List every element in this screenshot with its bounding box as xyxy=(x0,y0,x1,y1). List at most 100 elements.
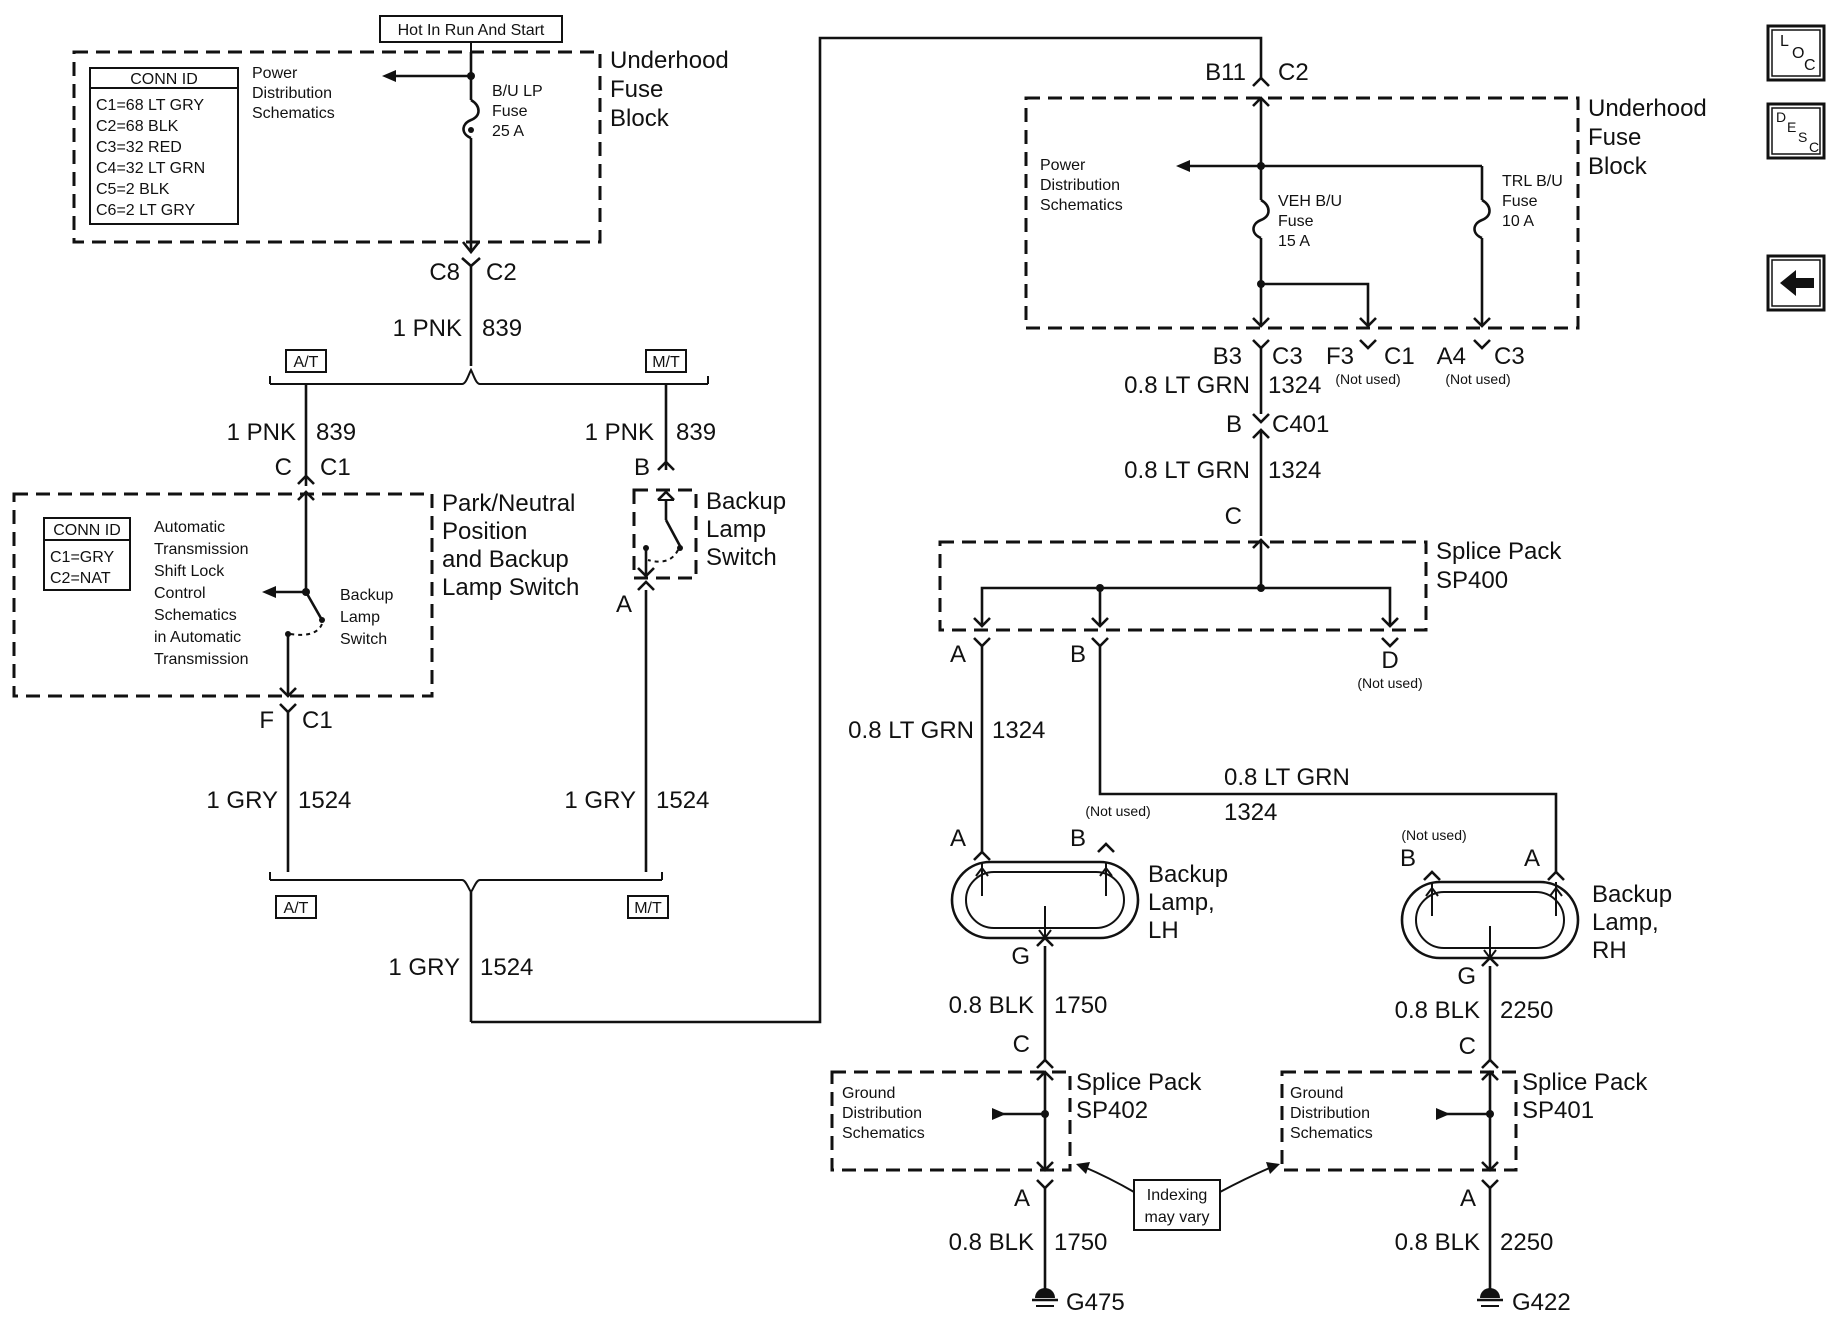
underhood-fuse-block-2: Underhood Fuse Block xyxy=(1024,95,1707,330)
svg-text:(Not used): (Not used) xyxy=(1085,803,1150,819)
svg-text:0.8 BLK: 0.8 BLK xyxy=(1395,1229,1480,1256)
svg-text:0.8 LT GRN: 0.8 LT GRN xyxy=(1124,372,1250,399)
svg-text:25 A: 25 A xyxy=(492,123,524,140)
svg-text:Block: Block xyxy=(610,105,670,132)
svg-text:Distribution: Distribution xyxy=(842,1105,922,1122)
svg-text:Shift Lock: Shift Lock xyxy=(154,563,225,580)
svg-text:C1=68 LT GRY: C1=68 LT GRY xyxy=(96,97,204,114)
svg-text:Lamp,: Lamp, xyxy=(1592,909,1659,936)
svg-text:C401: C401 xyxy=(1272,411,1329,438)
bu-lp-fuse: B/U LP Fuse 25 A xyxy=(462,83,543,140)
svg-text:C4=32 LT GRN: C4=32 LT GRN xyxy=(96,160,205,177)
svg-text:C2: C2 xyxy=(486,259,517,286)
desc-button[interactable]: D E S C xyxy=(1766,102,1826,160)
svg-text:Lamp Switch: Lamp Switch xyxy=(442,574,579,601)
svg-text:Ground: Ground xyxy=(1290,1085,1343,1102)
loc-button[interactable]: L O C xyxy=(1766,24,1826,82)
svg-text:CONN ID: CONN ID xyxy=(130,71,198,88)
svg-text:Lamp: Lamp xyxy=(340,609,380,626)
svg-text:O: O xyxy=(1792,45,1804,62)
svg-text:B: B xyxy=(1400,845,1416,872)
svg-text:D: D xyxy=(1381,647,1398,674)
svg-text:Fuse: Fuse xyxy=(610,76,663,103)
svg-text:Underhood: Underhood xyxy=(1588,95,1707,122)
underhood-fuse-block-1: Underhood Fuse Block xyxy=(72,47,729,244)
svg-text:1 GRY: 1 GRY xyxy=(206,787,278,814)
svg-text:Schematics: Schematics xyxy=(1040,197,1123,214)
svg-text:2250: 2250 xyxy=(1500,997,1553,1024)
svg-text:B: B xyxy=(1070,825,1086,852)
svg-text:C1: C1 xyxy=(320,454,351,481)
svg-text:C3: C3 xyxy=(1272,343,1303,370)
svg-text:A: A xyxy=(616,591,632,618)
svg-text:C2=68 BLK: C2=68 BLK xyxy=(96,118,179,135)
at-label-top: A/T xyxy=(285,349,327,373)
svg-text:SP402: SP402 xyxy=(1076,1097,1148,1124)
svg-text:Lamp: Lamp xyxy=(706,516,766,543)
svg-text:L: L xyxy=(1780,33,1789,50)
svg-text:G475: G475 xyxy=(1066,1289,1125,1316)
svg-text:Splice Pack: Splice Pack xyxy=(1436,538,1562,565)
svg-text:C: C xyxy=(1013,1031,1030,1058)
veh-bu-fuse: VEH B/U Fuse 15 A xyxy=(1252,193,1342,250)
svg-text:C8: C8 xyxy=(429,259,460,286)
svg-text:0.8 LT GRN: 0.8 LT GRN xyxy=(1224,764,1350,791)
svg-text:Backup: Backup xyxy=(706,488,786,515)
svg-text:C6=2 LT GRY: C6=2 LT GRY xyxy=(96,202,195,219)
svg-text:B: B xyxy=(634,454,650,481)
svg-text:G422: G422 xyxy=(1512,1289,1571,1316)
svg-text:Switch: Switch xyxy=(340,631,387,648)
svg-text:Automatic: Automatic xyxy=(154,519,225,536)
svg-text:and Backup: and Backup xyxy=(442,546,569,573)
svg-text:1324: 1324 xyxy=(1224,799,1277,826)
svg-text:Lamp,: Lamp, xyxy=(1148,889,1215,916)
svg-text:Control: Control xyxy=(154,585,206,602)
svg-text:A4: A4 xyxy=(1437,343,1466,370)
park-neutral-switch-block: Park/Neutral Position and Backup Lamp Sw… xyxy=(12,490,579,698)
svg-text:Distribution: Distribution xyxy=(1290,1105,1370,1122)
fuse-block-2-outputs: B3 C3 F3 C1 (Not used) A4 C3 (Not used) xyxy=(1213,339,1525,387)
svg-text:B3: B3 xyxy=(1213,343,1242,370)
backup-lamp-lh: A (Not used) B Backup Lamp, LH G xyxy=(950,803,1228,970)
svg-text:0.8 BLK: 0.8 BLK xyxy=(1395,997,1480,1024)
svg-text:S: S xyxy=(1798,129,1807,145)
svg-text:A: A xyxy=(950,825,966,852)
svg-text:M/T: M/T xyxy=(634,900,662,917)
svg-text:E: E xyxy=(1787,119,1796,135)
svg-text:LH: LH xyxy=(1148,917,1179,944)
svg-text:G: G xyxy=(1457,963,1476,990)
svg-text:TRL B/U: TRL B/U xyxy=(1502,173,1563,190)
svg-text:0.8 LT GRN: 0.8 LT GRN xyxy=(1124,457,1250,484)
mt-label-bottom: M/T xyxy=(627,895,669,919)
svg-text:SP400: SP400 xyxy=(1436,567,1508,594)
svg-text:Underhood: Underhood xyxy=(610,47,729,74)
svg-text:in Automatic: in Automatic xyxy=(154,629,241,646)
svg-text:0.8 BLK: 0.8 BLK xyxy=(949,1229,1034,1256)
svg-text:C1: C1 xyxy=(302,707,333,734)
svg-text:Backup: Backup xyxy=(1592,881,1672,908)
svg-text:Park/Neutral: Park/Neutral xyxy=(442,490,575,517)
svg-text:Transmission: Transmission xyxy=(154,651,249,668)
svg-text:1524: 1524 xyxy=(656,787,709,814)
svg-text:(Not used): (Not used) xyxy=(1357,675,1422,691)
svg-text:A/T: A/T xyxy=(294,354,319,371)
svg-text:G: G xyxy=(1011,943,1030,970)
svg-text:1 GRY: 1 GRY xyxy=(388,954,460,981)
svg-text:B: B xyxy=(1070,641,1086,668)
svg-text:A: A xyxy=(950,641,966,668)
svg-text:C: C xyxy=(1459,1033,1476,1060)
svg-text:B/U LP: B/U LP xyxy=(492,83,543,100)
svg-text:Switch: Switch xyxy=(706,544,777,571)
svg-text:C: C xyxy=(1809,139,1819,155)
svg-text:1 PNK: 1 PNK xyxy=(393,315,462,342)
power-distribution-label-1: Power Distribution Schematics xyxy=(252,65,335,122)
at-label-bottom: A/T xyxy=(275,895,317,919)
svg-text:A/T: A/T xyxy=(284,900,309,917)
svg-text:Schematics: Schematics xyxy=(252,105,335,122)
svg-text:Splice Pack: Splice Pack xyxy=(1522,1069,1648,1096)
svg-text:839: 839 xyxy=(482,315,522,342)
svg-text:Backup: Backup xyxy=(340,587,393,604)
svg-text:C5=2 BLK: C5=2 BLK xyxy=(96,181,170,198)
back-button[interactable] xyxy=(1766,254,1826,312)
